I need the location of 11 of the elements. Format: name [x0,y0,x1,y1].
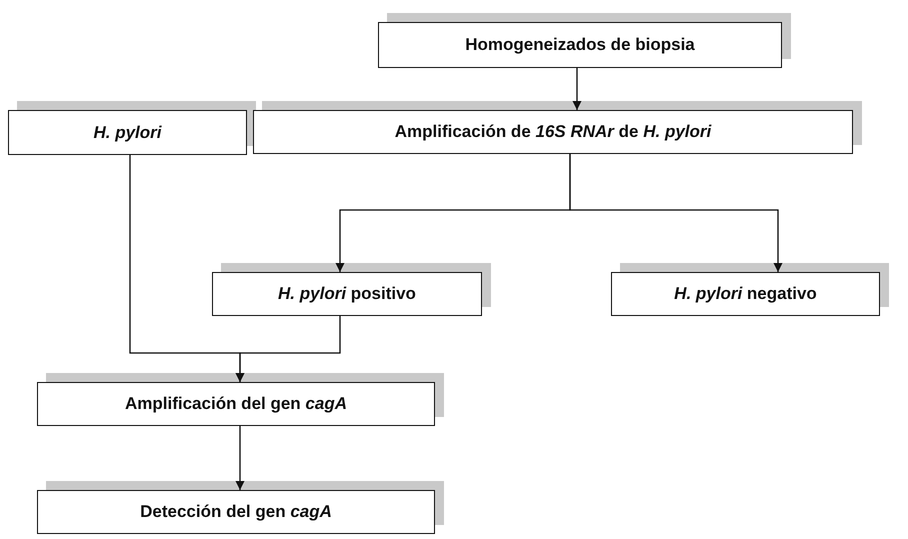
step-label: H. pylori negativo [674,284,817,304]
step-label: Amplificación del gen cagA [125,394,347,414]
step-label: H. pylori [93,122,162,142]
step-label: Homogeneizados de biopsia [465,35,695,55]
step-label: Detección del gen cagA [140,502,332,522]
step-label: H. pylori positivo [278,284,416,304]
step-label: Amplificación de 16S RNAr de H. pylori [394,122,712,142]
arrow [569,154,782,272]
arrow [236,426,244,490]
arrow [572,68,582,110]
arrow [236,316,341,382]
